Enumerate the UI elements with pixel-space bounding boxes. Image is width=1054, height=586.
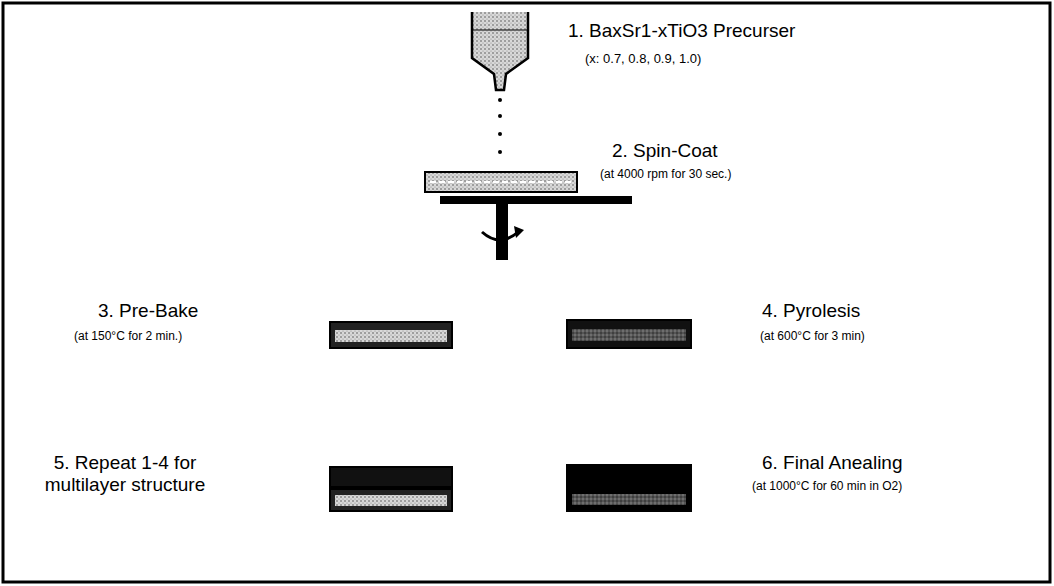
composition-note: (x: 0.7, 0.8, 0.9, 1.0) xyxy=(585,52,701,67)
step-condition: (at 150°C for 2 min.) xyxy=(74,330,182,344)
step-title: 4. Pyrolesis xyxy=(762,300,860,322)
step-title: 5. Repeat 1-4 for multilayer structure xyxy=(40,452,210,496)
step-title: 6. Final Anealing xyxy=(762,452,903,474)
multilayer-sample xyxy=(330,467,452,511)
annealed-sample xyxy=(567,465,691,511)
prebaked-sample xyxy=(330,322,452,348)
pyrolyzed-sample xyxy=(567,320,691,348)
frame-border xyxy=(3,3,1050,582)
step-condition: (at 600°C for 3 min) xyxy=(760,330,865,344)
spin-coater xyxy=(425,172,632,260)
pipette xyxy=(472,12,528,154)
step-title: 3. Pre-Bake xyxy=(98,300,198,322)
step-condition: (at 4000 rpm for 30 sec.) xyxy=(600,168,731,182)
step-condition: (at 1000°C for 60 min in O2) xyxy=(752,480,902,494)
step-title: 2. Spin-Coat xyxy=(612,140,718,162)
step-title: 1. BaxSr1-xTiO3 Precurser xyxy=(568,20,795,42)
